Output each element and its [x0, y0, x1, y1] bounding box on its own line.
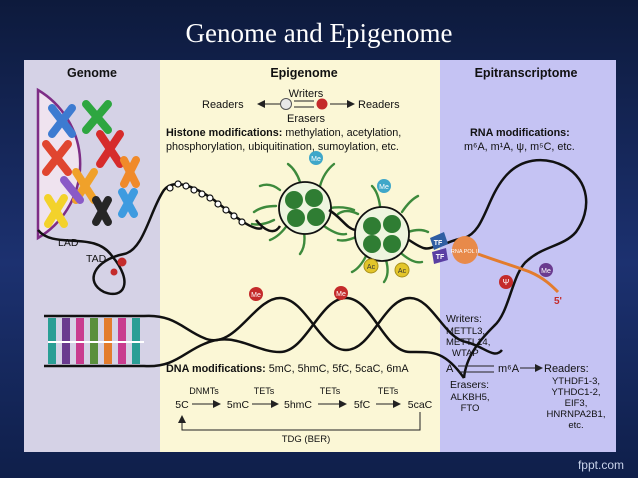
tf-upper	[430, 232, 448, 250]
rna-reader-1: YTHDF1-3,	[552, 376, 600, 387]
genome-header: Genome	[67, 66, 117, 80]
pathway-node-5mc: 5mC	[227, 399, 250, 411]
erasers-label: Erasers	[287, 113, 325, 125]
rna-writer-1: METTL3,	[446, 326, 485, 337]
unmodified-state	[280, 98, 292, 110]
rna-reader-4: HNRNPA2B1,	[547, 409, 606, 420]
genome-epigenome-figure: Genome Epigenome Epitranscriptome LAD TA…	[24, 60, 616, 452]
pathway-enzyme-1: DNMTs	[189, 386, 219, 396]
pathway-node-5c: 5C	[175, 399, 189, 411]
histone-ac-text-2: Ac	[398, 268, 407, 275]
pathway-enzyme-2: TETs	[254, 386, 275, 396]
dna-strand-bottom	[44, 296, 466, 379]
dna-modifications-line: DNA modifications: 5mC, 5hmC, 5fC, 5caC,…	[166, 363, 409, 375]
nucleosome-cluster-left	[250, 162, 356, 256]
histone-modifications-line2: phosphorylation, ubiquitination, sumoyla…	[166, 141, 399, 153]
pathway-node-5fc: 5fC	[354, 399, 371, 411]
svg-text:Me: Me	[336, 291, 346, 298]
rna-writers-title: Writers:	[446, 313, 482, 325]
pathway-return-label: TDG (BER)	[282, 434, 331, 445]
chromatin-to-rna	[435, 158, 588, 379]
svg-text:TF: TF	[434, 240, 443, 247]
histone-me-mark-left	[309, 151, 323, 165]
pathway-node-5cac: 5caC	[408, 399, 433, 411]
epitranscriptome-header: Epitranscriptome	[475, 66, 578, 80]
rna-reader-2: YTHDC1-2,	[551, 387, 600, 398]
svg-text:TF: TF	[436, 254, 445, 261]
svg-text:Me: Me	[251, 292, 261, 299]
histone-me-text-left: Me	[311, 156, 321, 163]
histone-ac-mark-1	[363, 258, 379, 274]
slide-title: Genome and Epigenome	[185, 18, 453, 48]
rna-psi-mark	[499, 275, 513, 289]
dna-me-mark-2	[334, 286, 348, 300]
rna-pol-label: RNA POL II	[451, 249, 480, 255]
rna-reader-3: EIF3,	[565, 398, 588, 409]
rna-writer-2: METTL14,	[446, 337, 490, 348]
rna-reader-5: etc.	[568, 420, 583, 431]
histone-me-mark-right	[377, 179, 391, 193]
svg-text:Ψ: Ψ	[503, 278, 510, 287]
tad-label: TAD	[86, 253, 107, 265]
pathway-enzyme-3: TETs	[320, 386, 341, 396]
nucleosome-cluster-right	[336, 184, 430, 284]
rna-eraser-1: ALKBH5,	[450, 392, 489, 403]
readers-right-label: Readers	[358, 99, 400, 111]
rna-readers-title: Readers:	[544, 363, 589, 375]
histone-modifications-line1: Histone modifications: methylation, acet…	[166, 127, 401, 139]
readers-left-label: Readers	[202, 99, 244, 111]
rna-me-mark	[539, 263, 553, 277]
pathway-node-5hmc: 5hmC	[284, 399, 312, 411]
writers-label: Writers	[289, 88, 324, 100]
histone-ac-mark-2	[394, 262, 410, 278]
beads-on-string	[166, 180, 246, 226]
footer-brand: fppt.com	[577, 458, 624, 472]
rna-a-label: A	[446, 363, 454, 375]
rna-pol-ii	[452, 236, 478, 264]
histone-me-text-right: Me	[379, 184, 389, 191]
rna-modifications-list: m⁶A, m¹A, ψ, m⁵C, etc.	[464, 141, 575, 153]
modified-state	[316, 98, 328, 110]
rna-modifications-title: RNA modifications:	[470, 127, 570, 139]
dna-strand-top	[44, 296, 503, 355]
tad-loop-marker	[117, 257, 127, 267]
rna-m6a-label: m⁶A	[498, 363, 520, 375]
pathway-enzyme-4: TETs	[378, 386, 399, 396]
tf-lower	[432, 248, 448, 264]
chromosome-territories	[42, 100, 140, 228]
dna-demethylation-pathway: DNMTs TETs TETs TETs 5C 5mC 5hmC 5fC 5ca…	[175, 386, 432, 411]
nascent-rna	[477, 252, 560, 294]
rna-eraser-2: FTO	[461, 403, 480, 414]
dna-me-mark-1	[249, 287, 263, 301]
rna-writer-3: WTAP	[452, 348, 479, 359]
five-prime-label: 5'	[554, 296, 562, 307]
epigenome-header: Epigenome	[270, 66, 337, 80]
histone-ac-text-1: Ac	[367, 264, 376, 271]
svg-text:Me: Me	[541, 268, 551, 275]
dna-base-pairs-left	[48, 318, 144, 364]
rna-erasers-title: Erasers:	[450, 379, 489, 391]
